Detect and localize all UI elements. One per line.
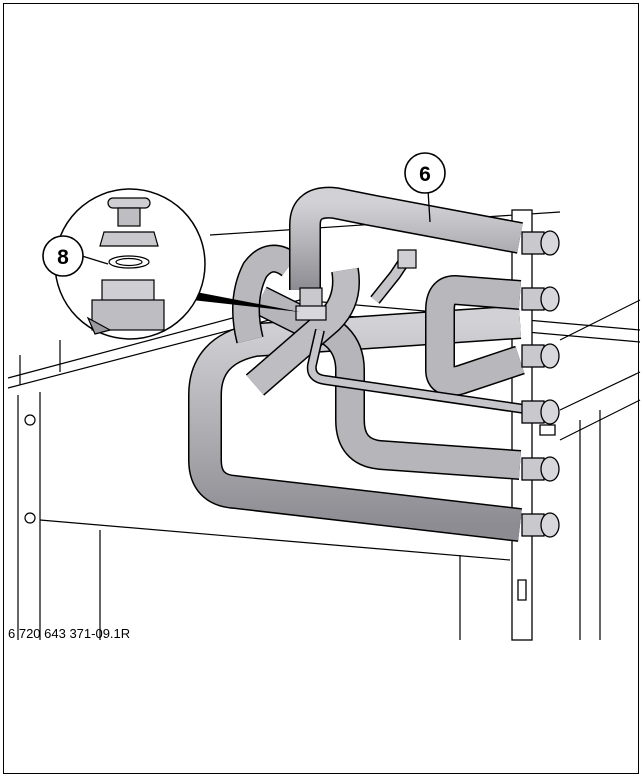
screw-icon	[24, 414, 36, 426]
connector-nut-icon	[521, 512, 560, 538]
rail-connectors	[521, 230, 560, 538]
figure-frame	[3, 3, 639, 774]
screw-icon	[24, 512, 36, 524]
connector-nut-icon	[521, 343, 560, 369]
callout-label: 8	[57, 246, 69, 269]
panel-screws	[24, 414, 36, 524]
zoom-detail	[54, 188, 206, 340]
callout-6: 6	[404, 152, 446, 223]
connector-nut-icon	[521, 286, 560, 312]
callout-label: 6	[419, 163, 431, 186]
zoom-leader	[192, 292, 300, 312]
connector-nut-icon	[521, 399, 560, 425]
valve-assembly	[295, 249, 417, 321]
pipes	[188, 186, 546, 542]
callout-8: 8	[42, 235, 109, 277]
mounting-rail	[511, 209, 556, 641]
figure-reference-code: 6 720 643 371-09.1R	[8, 626, 131, 641]
connector-nut-icon	[521, 456, 560, 482]
connector-nut-icon	[521, 230, 560, 256]
